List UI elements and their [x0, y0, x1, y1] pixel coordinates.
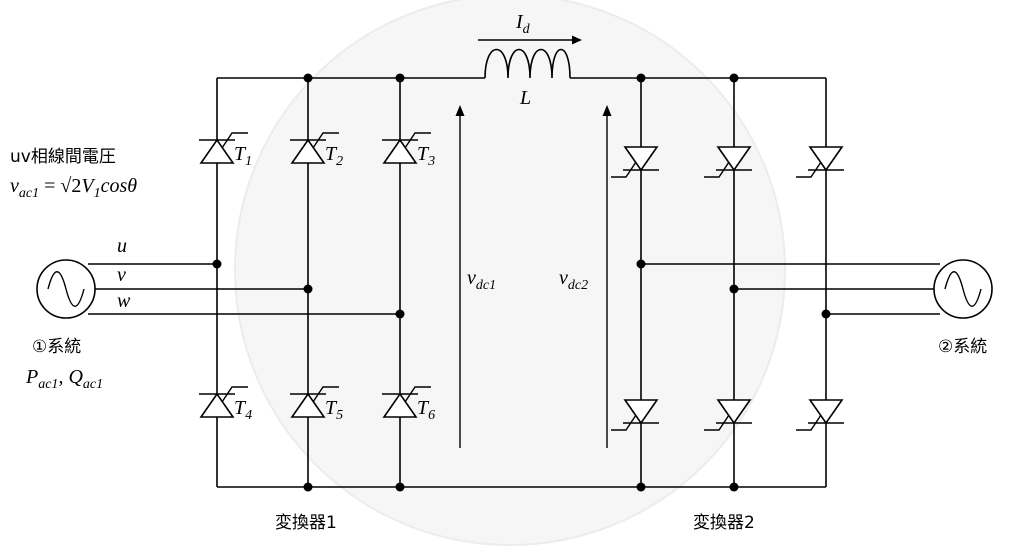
- system2-label: ②系統: [938, 337, 987, 357]
- converter2-thyristor-upper-2: [704, 146, 752, 178]
- voltage-title: uv相線間電圧: [10, 147, 116, 167]
- vdc1-arrow: [455, 105, 465, 448]
- thyristor-label-t3: T3: [417, 143, 435, 169]
- converter2-thyristor-lower-1: [611, 399, 659, 431]
- thyristor-t4: [199, 386, 248, 418]
- converter2-thyristor-lower-2: [704, 399, 752, 431]
- phase-lines-2: [641, 263, 940, 315]
- thyristor-label-t5: T5: [325, 397, 343, 423]
- converter2-thyristor-upper-1: [611, 146, 659, 178]
- inductor-coil: [484, 48, 571, 79]
- phase-label-w: w: [117, 290, 131, 312]
- converter2-label: 変換器2: [693, 513, 755, 533]
- phase-label-v: v: [117, 264, 126, 286]
- thyristor-t6: [382, 386, 431, 418]
- inductor-label: L: [519, 87, 531, 109]
- converter2-thyristor-lower-3: [796, 399, 844, 431]
- phase-label-u: u: [117, 235, 127, 257]
- thyristor-t5: [290, 386, 339, 418]
- vdc1-label: vdc1: [467, 267, 496, 293]
- thyristor-label-t6: T6: [417, 397, 435, 423]
- thyristor-t1: [199, 132, 248, 164]
- converter1-label: 変換器1: [275, 513, 337, 533]
- system1-label: ①系統: [32, 337, 81, 357]
- thyristor-t3: [382, 132, 431, 164]
- junction-dots: [212, 73, 831, 492]
- background-watermark: [234, 0, 786, 546]
- ac-source-1: [36, 259, 96, 319]
- voltage-formula: vac1 = √2V1cosθ: [10, 175, 137, 201]
- ac-source-2: [933, 259, 993, 319]
- phase-lines-1: [88, 263, 400, 315]
- vdc2-label: vdc2: [559, 267, 588, 293]
- current-label: Id: [515, 11, 531, 37]
- thyristor-label-t1: T1: [234, 143, 252, 169]
- thyristor-label-t4: T4: [234, 397, 252, 423]
- system1-power-label: Pac1, Qac1: [25, 366, 103, 392]
- converter2-thyristor-upper-3: [796, 146, 844, 178]
- current-arrow: [478, 35, 582, 45]
- vdc2-arrow: [602, 105, 612, 448]
- thyristor-t2: [290, 132, 339, 164]
- thyristor-label-t2: T2: [325, 143, 343, 169]
